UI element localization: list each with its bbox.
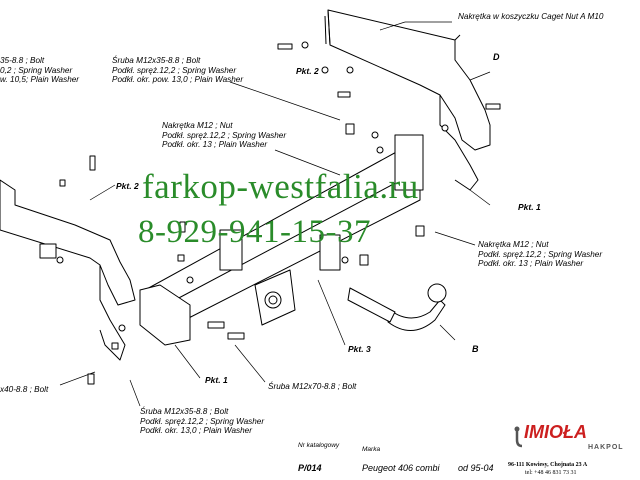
right-side-bracket [324, 9, 491, 191]
pkt1-bottom: Pkt. 1 [205, 375, 228, 385]
pkt2-top: Pkt. 2 [296, 66, 319, 76]
callout-bolt-bottom: Śruba M12x35-8.8 ; Bolt Podkł. spręż.12,… [140, 407, 264, 436]
callout-left-cut: 35-8.8 ; Bolt 0,2 ; Spring Washer w. 10,… [0, 56, 79, 85]
callout-nut-right-line3: Podkł. okr. 13 ; Plain Washer [478, 259, 584, 269]
callout-left-bottom: x40-8.8 ; Bolt [0, 385, 49, 394]
callout-bolt-bottom-line2: Podkł. spręż.12,2 ; Spring Washer [140, 416, 265, 426]
make-label: Marka [362, 446, 381, 453]
brand-logo: IMIOŁA HAKPOL [508, 418, 638, 458]
callout-bolt-bottom-line1: Śruba M12x35-8.8 ; Bolt [140, 407, 229, 416]
callout-nut-right-line2: Podkł. spręż.12,2 ; Spring Washer [478, 249, 603, 259]
callout-left-line1: 35-8.8 ; Bolt [0, 56, 45, 65]
pkt2-left: Pkt. 2 [116, 181, 139, 191]
company-phone: tel: +48 46 831 73 31 [525, 470, 577, 476]
company-address: 96-111 Kowiesy, Chojnata 23 A [508, 462, 588, 468]
brand-sub: HAKPOL [588, 444, 624, 451]
callout-nut-mid-line2: Podkł. spręż.12,2 ; Spring Washer [162, 130, 287, 140]
letter-b: B [472, 344, 479, 354]
hakpol-hitch-icon [514, 426, 523, 448]
left-end-plate [139, 284, 191, 346]
left-side-bracket [0, 179, 136, 361]
callout-bolt-70: Śruba M12x70-8.8 ; Bolt [268, 382, 357, 391]
callout-bolt-top: Śruba M12x35-8.8 ; Bolt Podkł. spręż.12,… [112, 56, 243, 85]
callout-left-line2: 0,2 ; Spring Washer [0, 65, 73, 75]
callout-bolt-bottom-line3: Podkł. okr. 13,0 ; Plain Washer [140, 426, 252, 436]
callout-nut-right-line1: Nakrętka M12 ; Nut [478, 240, 549, 249]
pkt3: Pkt. 3 [348, 344, 371, 354]
vehicle-model: Peugeot 406 combi [362, 463, 440, 473]
socket-plate [254, 269, 296, 326]
callout-left-line3: w. 10,5; Plain Washer [0, 75, 80, 85]
watermark-phone: 8-929-941-15-37 [138, 214, 371, 250]
callout-nut-right: Nakrętka M12 ; Nut Podkł. spręż.12,2 ; S… [478, 240, 602, 269]
catalog-number: P/014 [298, 463, 322, 473]
tow-ball [347, 283, 447, 331]
fasteners [56, 41, 501, 385]
letter-d: D [493, 52, 500, 62]
leader-lines [59, 21, 491, 407]
pkt1-right: Pkt. 1 [518, 202, 541, 212]
watermark-site: farkop-westfalia.ru [142, 167, 419, 206]
callout-bolt-top-line1: Śruba M12x35-8.8 ; Bolt [112, 56, 201, 65]
brand-name: IMIOŁA [524, 422, 587, 442]
callout-nut-top: Nakrętka w koszyczku Caget Nut A M10 [458, 12, 604, 21]
callout-nut-mid-line1: Nakrętka M12 ; Nut [162, 121, 233, 130]
callout-bolt-top-line2: Podkł. spręż.12,2 ; Spring Washer [112, 65, 237, 75]
callout-bolt-top-line3: Podkł. okr. pow. 13,0 ; Plain Washer [112, 75, 244, 85]
callout-nut-mid: Nakrętka M12 ; Nut Podkł. spręż.12,2 ; S… [162, 121, 286, 150]
vehicle-year: od 95-04 [458, 463, 494, 473]
callout-nut-mid-line3: Podkł. okr. 13 ; Plain Washer [162, 140, 268, 150]
catalog-label: Nr katalogowy [298, 442, 340, 449]
